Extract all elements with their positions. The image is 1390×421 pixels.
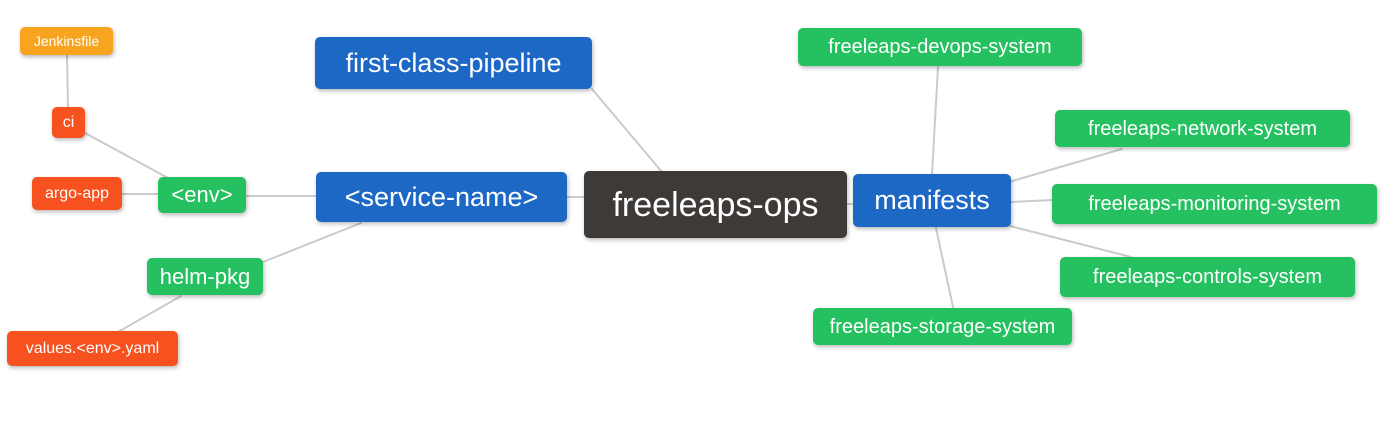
node-freeleaps-devops-system-label: freeleaps-devops-system xyxy=(828,36,1052,58)
edge-manifests-monitoring-system xyxy=(1010,199,1054,203)
node-freeleaps-network-system-label: freeleaps-network-system xyxy=(1088,117,1317,140)
node-freeleaps-devops-system[interactable]: freeleaps-devops-system xyxy=(798,28,1082,66)
node-values-env-yaml[interactable]: values.<env>.yaml xyxy=(7,331,178,366)
node-env-label: <env> xyxy=(171,182,233,207)
node-service-name-label: <service-name> xyxy=(344,181,539,212)
node-freeleaps-ops-root[interactable]: freeleaps-ops xyxy=(584,171,847,238)
node-freeleaps-ops-label: freeleaps-ops xyxy=(612,185,819,224)
node-freeleaps-controls-system-label: freeleaps-controls-system xyxy=(1093,266,1322,288)
node-helm-pkg-label: helm-pkg xyxy=(159,263,251,289)
node-values-env-yaml-label: values.<env>.yaml xyxy=(25,339,160,357)
node-jenkinsfile[interactable]: Jenkinsfile xyxy=(20,27,113,55)
node-argo-app-label: argo-app xyxy=(44,184,110,202)
edge-jenkinsfile-ci xyxy=(66,54,69,108)
edge-values-yaml-helm-pkg xyxy=(117,295,182,333)
edge-ci-env xyxy=(84,132,169,179)
node-ci[interactable]: ci xyxy=(52,107,85,138)
edge-manifests-controls-system xyxy=(1009,225,1132,258)
edge-helm-pkg-service-name xyxy=(262,222,362,263)
node-first-class-pipeline-label: first-class-pipeline xyxy=(345,47,562,78)
node-freeleaps-monitoring-system-label: freeleaps-monitoring-system xyxy=(1088,193,1341,215)
node-env[interactable]: <env> xyxy=(158,177,246,213)
node-helm-pkg[interactable]: helm-pkg xyxy=(147,258,263,295)
node-argo-app[interactable]: argo-app xyxy=(32,177,122,210)
node-freeleaps-controls-system[interactable]: freeleaps-controls-system xyxy=(1060,257,1355,297)
node-freeleaps-storage-system[interactable]: freeleaps-storage-system xyxy=(813,308,1072,345)
node-freeleaps-storage-system-label: freeleaps-storage-system xyxy=(829,315,1056,338)
node-jenkinsfile-label: Jenkinsfile xyxy=(33,33,100,49)
edge-pipeline-freeleaps-ops xyxy=(591,88,663,173)
edge-manifests-storage-system xyxy=(935,227,954,308)
node-freeleaps-monitoring-system[interactable]: freeleaps-monitoring-system xyxy=(1052,184,1377,224)
node-manifests-label: manifests xyxy=(874,185,990,215)
node-first-class-pipeline[interactable]: first-class-pipeline xyxy=(315,37,592,89)
node-service-name[interactable]: <service-name> xyxy=(316,172,567,222)
node-freeleaps-network-system[interactable]: freeleaps-network-system xyxy=(1055,110,1350,147)
node-ci-label: ci xyxy=(62,113,75,131)
node-manifests[interactable]: manifests xyxy=(853,174,1011,227)
edge-manifests-network-system xyxy=(1008,148,1123,183)
edge-manifests-devops-system xyxy=(931,66,939,175)
